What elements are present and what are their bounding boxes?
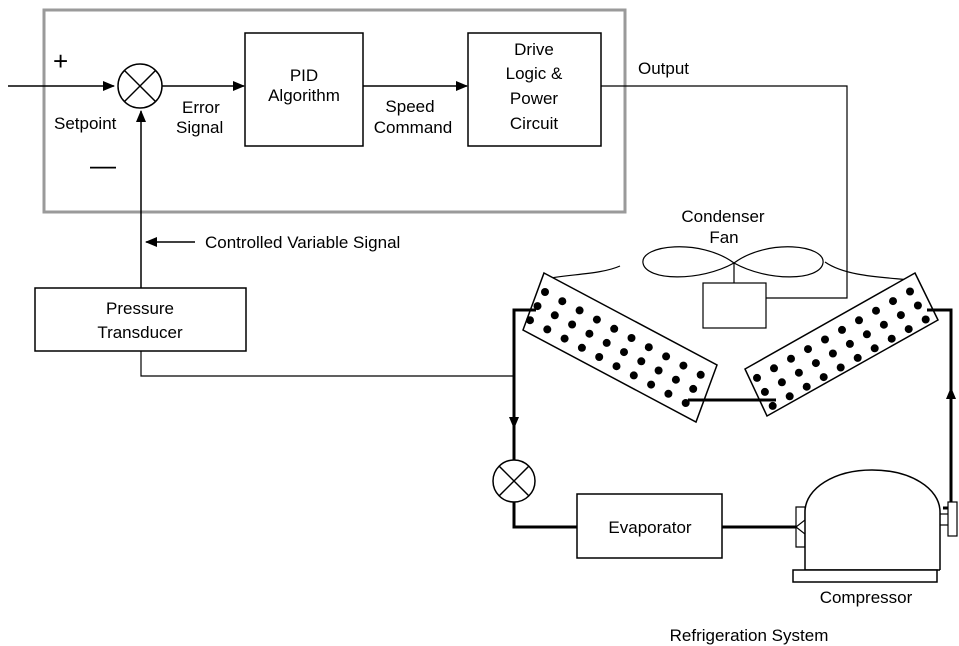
coil-tube-dot (681, 399, 690, 407)
summing-junction-icon (117, 63, 163, 109)
drive-logic-block (467, 32, 602, 147)
plus-sign: + (53, 46, 68, 76)
condenser-fan-label-1: Condenser (681, 207, 765, 226)
coil-tube-dot (845, 339, 854, 348)
drive-block-label-4: Circuit (510, 114, 558, 133)
coil-tube-dot (612, 362, 621, 371)
coil-tube-dot (879, 320, 888, 329)
coil-tube-dot (921, 315, 930, 324)
condenser-coil-right (744, 271, 939, 418)
coil-tube-dot (870, 344, 879, 353)
coil-tube-dot (647, 380, 656, 389)
evaporator-block (576, 493, 723, 559)
coil-tube-dot (664, 389, 673, 398)
coil-tube-dot (872, 306, 880, 315)
coil-tube-dot (595, 353, 604, 361)
coil-tube-dot (753, 373, 761, 382)
coil-tube-dot (838, 325, 846, 334)
expansion-valve-icon (492, 459, 536, 503)
pressure-transducer-label-2: Transducer (97, 323, 183, 342)
coil-tube-dot (577, 343, 586, 352)
coil-tube-dot (896, 311, 905, 320)
coil-tube-dot (696, 370, 705, 379)
error-signal-label-2: Signal (176, 118, 223, 137)
output-label: Output (638, 59, 689, 78)
coil-tube-dot (887, 334, 896, 343)
coil-tube-dot (777, 378, 786, 387)
coil-tube-dot (770, 364, 778, 373)
coil-tube-dot (913, 301, 922, 310)
coil-tube-dot (904, 325, 913, 334)
speed-command-label-2: Command (374, 118, 452, 137)
coil-tube-dot (550, 311, 559, 320)
coil-tube-dot (637, 357, 646, 366)
coil-tube-dot (862, 330, 871, 339)
controlled-variable-label: Controlled Variable Signal (205, 233, 400, 252)
coil-tube-dot (558, 297, 567, 306)
fan-shroud-right (824, 261, 911, 281)
coil-tube-dot (768, 401, 777, 410)
setpoint-label: Setpoint (54, 114, 117, 133)
coil-tube-dot (855, 316, 863, 325)
coil-tube-dot (654, 366, 663, 375)
coil-tube-dot (662, 352, 671, 361)
coil-tube-dot (821, 335, 829, 344)
coil-tube-dot (804, 345, 812, 354)
coil-tube-dot (906, 287, 914, 296)
coil-tube-dot (828, 349, 837, 358)
coil-tube-dot (689, 384, 698, 393)
coil-tube-dot (543, 325, 552, 334)
speed-command-label-1: Speed (385, 97, 434, 116)
transducer-tap-line (140, 351, 514, 377)
compressor-icon (792, 469, 958, 583)
coil-tube-dot (592, 315, 601, 324)
error-signal-label-1: Error (182, 98, 220, 117)
output-line (601, 85, 848, 299)
coil-tube-dot (794, 368, 803, 377)
coil-tube-dot (785, 392, 794, 401)
coil-tube-dot (533, 302, 542, 311)
coil-tube-dot (526, 316, 534, 325)
condenser-fan-icon (642, 246, 824, 329)
drive-block-label-3: Power (510, 89, 559, 108)
coil-tube-dot (620, 348, 628, 357)
coil-tube-dot (602, 338, 611, 347)
drive-block-label-2: Logic & (506, 64, 563, 83)
coil-tube-dot (787, 354, 795, 363)
compressor-label: Compressor (820, 588, 913, 607)
coil-tube-dot (679, 361, 688, 370)
minus-sign: — (90, 150, 116, 180)
coil-tube-dot (644, 343, 653, 352)
coil-tube-dot (575, 306, 584, 315)
refrigeration-system-title: Refrigeration System (670, 626, 829, 645)
pressure-transducer-label-1: Pressure (106, 299, 174, 318)
coil-tube-dot (560, 334, 569, 343)
coil-tube-dot (610, 324, 619, 333)
pressure-transducer-block (34, 287, 247, 352)
coil-tube-dot (811, 359, 820, 368)
controller-boundary (42, 8, 627, 214)
coil-tube-dot (629, 371, 638, 380)
coil-tube-dot (671, 375, 680, 384)
coil-tube-dot (568, 320, 577, 329)
coil-tube-dot (541, 288, 549, 296)
condenser-coil-left (522, 271, 718, 424)
coil-tube-dot (853, 353, 862, 362)
coil-tube-dot (585, 329, 594, 338)
coil-tube-dot (836, 363, 845, 372)
pid-block-label-1: PID (290, 66, 318, 85)
condenser-fan-label-2: Fan (709, 228, 738, 247)
coil-tube-dot (627, 334, 636, 342)
coil-tube-dot (802, 382, 811, 391)
pid-block-label-2: Algorithm (268, 86, 340, 105)
pid-algorithm-block (244, 32, 364, 147)
coil-tube-dot (889, 297, 897, 306)
drive-block-label-1: Drive (514, 40, 554, 59)
evaporator-label: Evaporator (608, 518, 691, 537)
coil-tube-dot (819, 373, 828, 382)
coil-tube-dot (760, 387, 769, 396)
